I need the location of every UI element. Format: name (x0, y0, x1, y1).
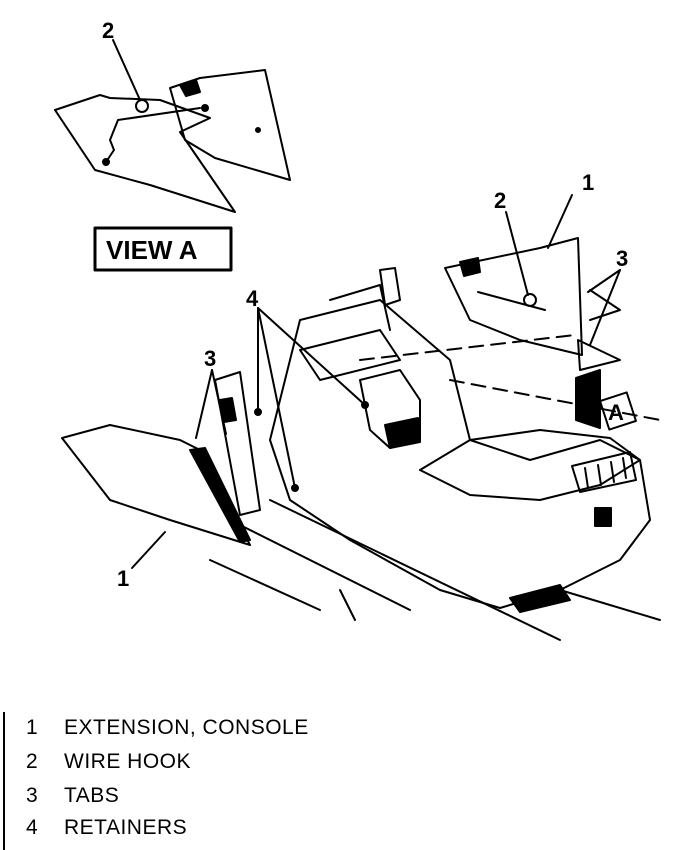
right-hook-eye (523, 293, 537, 307)
view-a-hook-eye (135, 99, 149, 113)
legend-item: 2 WIRE HOOK (26, 746, 191, 778)
callout-1-right: 1 (582, 170, 594, 195)
right-extension: 1 2 3 A (444, 170, 637, 431)
callout-3-left: 3 (204, 346, 216, 371)
legend-number: 3 (26, 784, 39, 807)
legend-number: 2 (26, 750, 39, 773)
callout-1-left: 1 (117, 566, 129, 591)
legend-text: RETAINERS (64, 816, 188, 839)
left-extension: 4 3 1 (61, 286, 369, 591)
view-a-callout-2: 2 (102, 18, 114, 43)
view-a-panel-left (54, 94, 236, 213)
leader-4-c (257, 307, 366, 406)
leader-1-right (547, 194, 573, 249)
rear-vent (571, 451, 637, 493)
view-a-arrow-label: A (608, 400, 624, 425)
callout-3-right: 3 (616, 246, 628, 271)
leader-4-b (257, 307, 296, 489)
legend-text: TABS (64, 784, 120, 807)
view-a-wire-hook (105, 107, 201, 163)
right-wire-hook (477, 291, 546, 311)
leader-3-left-b (211, 369, 227, 435)
leader-1-left (131, 531, 166, 569)
legend-text: WIRE HOOK (64, 750, 192, 773)
leader-3-right-a (587, 269, 621, 293)
view-a-arrow (575, 369, 601, 429)
legend-item: 3 TABS (26, 780, 119, 812)
view-a-label: VIEW A (106, 235, 198, 265)
legend-item: 4 RETAINERS (26, 812, 187, 844)
leader-2-right (505, 211, 529, 296)
view-a-arrow-box (599, 391, 637, 431)
leader-3-right-b (589, 269, 621, 346)
legend-number: 1 (26, 716, 39, 739)
legend-bar (3, 712, 5, 850)
console-outline (269, 299, 651, 609)
legend-number: 4 (26, 816, 39, 839)
console-lid (419, 429, 641, 501)
legend-item: 1 EXTENSION, CONSOLE (26, 712, 309, 744)
callout-2-right: 2 (494, 188, 506, 213)
console-body (209, 267, 661, 641)
right-extension-panel (444, 237, 583, 356)
console-extension-diagram: 2 VIEW A 1 2 3 A (54, 18, 661, 641)
callout-4: 4 (246, 286, 259, 311)
legend: 1 EXTENSION, CONSOLE 2 WIRE HOOK 3 TABS … (0, 706, 688, 850)
rear-outlet (594, 507, 612, 527)
view-a-panel-right (169, 69, 291, 181)
leader-3-left-a (195, 369, 213, 439)
view-a-label-box (93, 226, 233, 272)
legend-text: EXTENSION, CONSOLE (64, 716, 309, 739)
view-a-leader-2 (112, 39, 141, 101)
view-a-detail: 2 VIEW A (54, 18, 291, 272)
